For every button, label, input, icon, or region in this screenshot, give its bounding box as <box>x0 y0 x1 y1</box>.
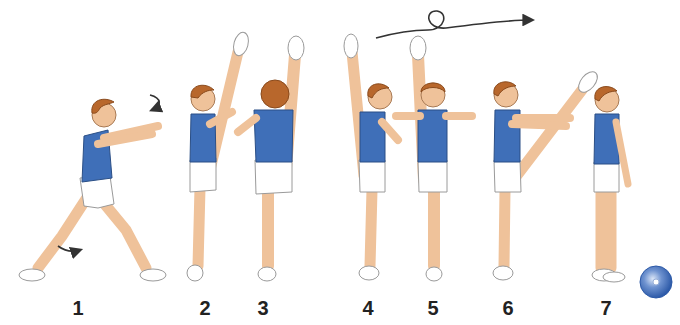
step-number: 4 <box>362 298 373 318</box>
step-number: 6 <box>502 298 513 318</box>
step-number: 2 <box>199 298 210 318</box>
gymnast-figure <box>238 36 304 281</box>
step-number: 7 <box>600 298 611 318</box>
gymnast-figure <box>376 11 532 281</box>
gymnast-figure <box>187 31 251 281</box>
gymnast-figure <box>19 95 166 281</box>
step-number: 1 <box>72 298 83 318</box>
gymnast-figure <box>344 34 398 280</box>
step-number: 5 <box>427 298 438 318</box>
gymnast-figure <box>493 68 601 280</box>
gymnast-figure <box>592 87 628 282</box>
step-number: 3 <box>257 298 268 318</box>
ball-center <box>653 279 659 285</box>
ball <box>640 266 672 298</box>
